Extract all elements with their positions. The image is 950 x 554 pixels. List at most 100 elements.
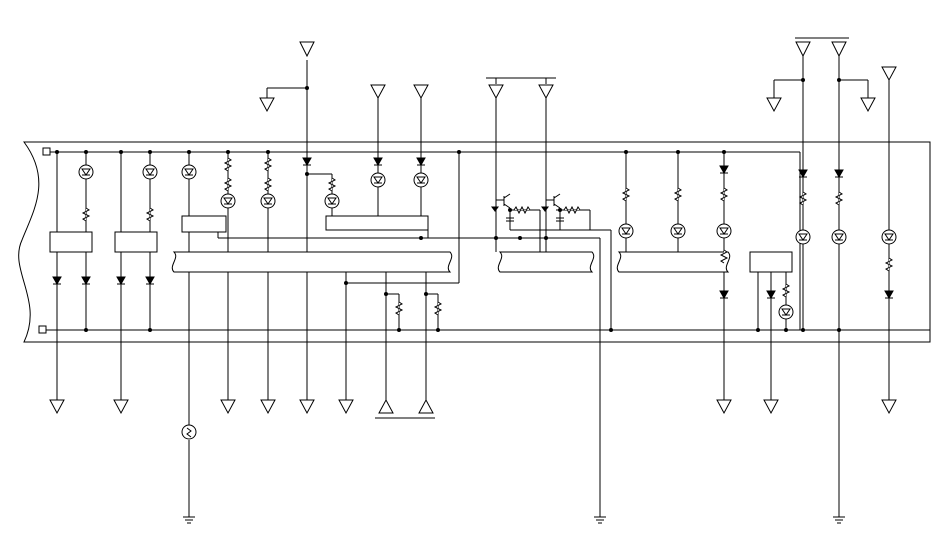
diodes: [52, 157, 894, 300]
transistor-icon: [496, 193, 511, 209]
terminal-icon: [488, 84, 504, 100]
terminal-icon: [378, 398, 394, 414]
led-icon: [324, 193, 340, 209]
module-block: [325, 215, 429, 231]
led-icon: [220, 193, 236, 209]
bottom-terminals: [49, 398, 897, 415]
terminal-icon: [860, 97, 876, 113]
resistor-icon: [513, 205, 531, 215]
resistor-icon: [145, 207, 155, 222]
led-icon: [881, 229, 897, 245]
resistor-icon: [263, 157, 273, 172]
resistor-icon: [223, 157, 233, 172]
terminal-icon: [763, 399, 779, 415]
led-icon: [618, 223, 634, 239]
grounds: [183, 514, 845, 524]
resistor-icon: [263, 177, 273, 192]
led-icon: [78, 164, 94, 180]
resistor-icon: [327, 177, 337, 192]
connector-pin-icon: [42, 147, 51, 156]
resistor-icon: [621, 187, 631, 202]
led-icon: [716, 223, 732, 239]
terminal-icon: [881, 399, 897, 415]
terminal-icon: [49, 399, 65, 415]
diode-icon: [81, 276, 91, 286]
bus-block: [616, 251, 731, 273]
module-block: [114, 231, 158, 253]
capacitor-icon: [556, 217, 564, 222]
led-icon: [142, 164, 158, 180]
resistor-icon: [884, 257, 894, 272]
diode-icon: [798, 169, 808, 179]
top-terminals: [259, 41, 897, 113]
component-outline: [18, 141, 931, 343]
resistors: [81, 157, 894, 316]
diode-icon: [52, 276, 62, 286]
terminal-icon: [338, 399, 354, 415]
terminal-icon: [418, 398, 434, 414]
connector-pin-icon: [38, 325, 47, 334]
module-block: [181, 215, 227, 233]
diode-icon: [719, 290, 729, 300]
resistor-icon: [834, 191, 844, 206]
resistor-icon: [719, 187, 729, 202]
resistor-icon: [394, 301, 404, 316]
diode-icon: [884, 290, 894, 300]
led-icon: [778, 304, 794, 320]
bus-block: [171, 251, 453, 273]
terminal-icon: [413, 84, 429, 100]
terminal-icon: [831, 41, 847, 58]
junction-dots: [55, 78, 841, 332]
led-icon: [413, 172, 429, 188]
module-block: [749, 251, 793, 273]
led-icon: [670, 223, 686, 239]
capacitor-icon: [506, 217, 514, 222]
transistor-icon: [546, 193, 561, 209]
ground-icon: [833, 514, 845, 524]
diode-icon: [416, 157, 426, 167]
terminal-icon: [766, 97, 782, 113]
terminal-icon: [220, 399, 236, 415]
terminal-icon: [370, 84, 386, 100]
led-icon: [831, 229, 847, 245]
diode-icon: [719, 165, 729, 175]
resistor-icon: [563, 205, 581, 215]
diode-icon: [834, 169, 844, 179]
terminal-icon: [538, 84, 554, 100]
led-icon: [181, 164, 197, 180]
resistor-icon: [719, 249, 729, 264]
transistor-group: [491, 193, 564, 222]
resistor-icon: [223, 177, 233, 192]
led-icon: [795, 229, 811, 245]
resistor-icon: [81, 207, 91, 222]
resistor-icon: [673, 187, 683, 202]
led-icon: [370, 172, 386, 188]
module-block: [49, 231, 93, 253]
led-indicators: [78, 164, 897, 440]
terminal-icon: [716, 399, 732, 415]
bus-block: [497, 251, 595, 273]
ground-icon: [594, 514, 606, 524]
terminal-icon: [259, 97, 275, 113]
internal-bus: [38, 147, 930, 334]
terminal-icon: [299, 399, 315, 415]
led-icon: [260, 193, 276, 209]
resistor-icon: [798, 191, 808, 206]
diode-icon: [302, 157, 312, 167]
diode-icon: [766, 290, 776, 300]
switch-icon: [181, 424, 197, 440]
module-blocks: [49, 215, 793, 273]
terminal-icon: [113, 399, 129, 415]
diode-icon: [116, 276, 126, 286]
diode-icon: [145, 276, 155, 286]
terminal-icon: [299, 41, 315, 58]
terminal-icon: [260, 399, 276, 415]
ground-icon: [183, 514, 195, 524]
terminal-icon: [795, 41, 811, 58]
resistor-icon: [781, 283, 791, 298]
wires: [56, 37, 890, 514]
terminal-icon: [881, 66, 897, 82]
diode-icon: [373, 157, 383, 167]
